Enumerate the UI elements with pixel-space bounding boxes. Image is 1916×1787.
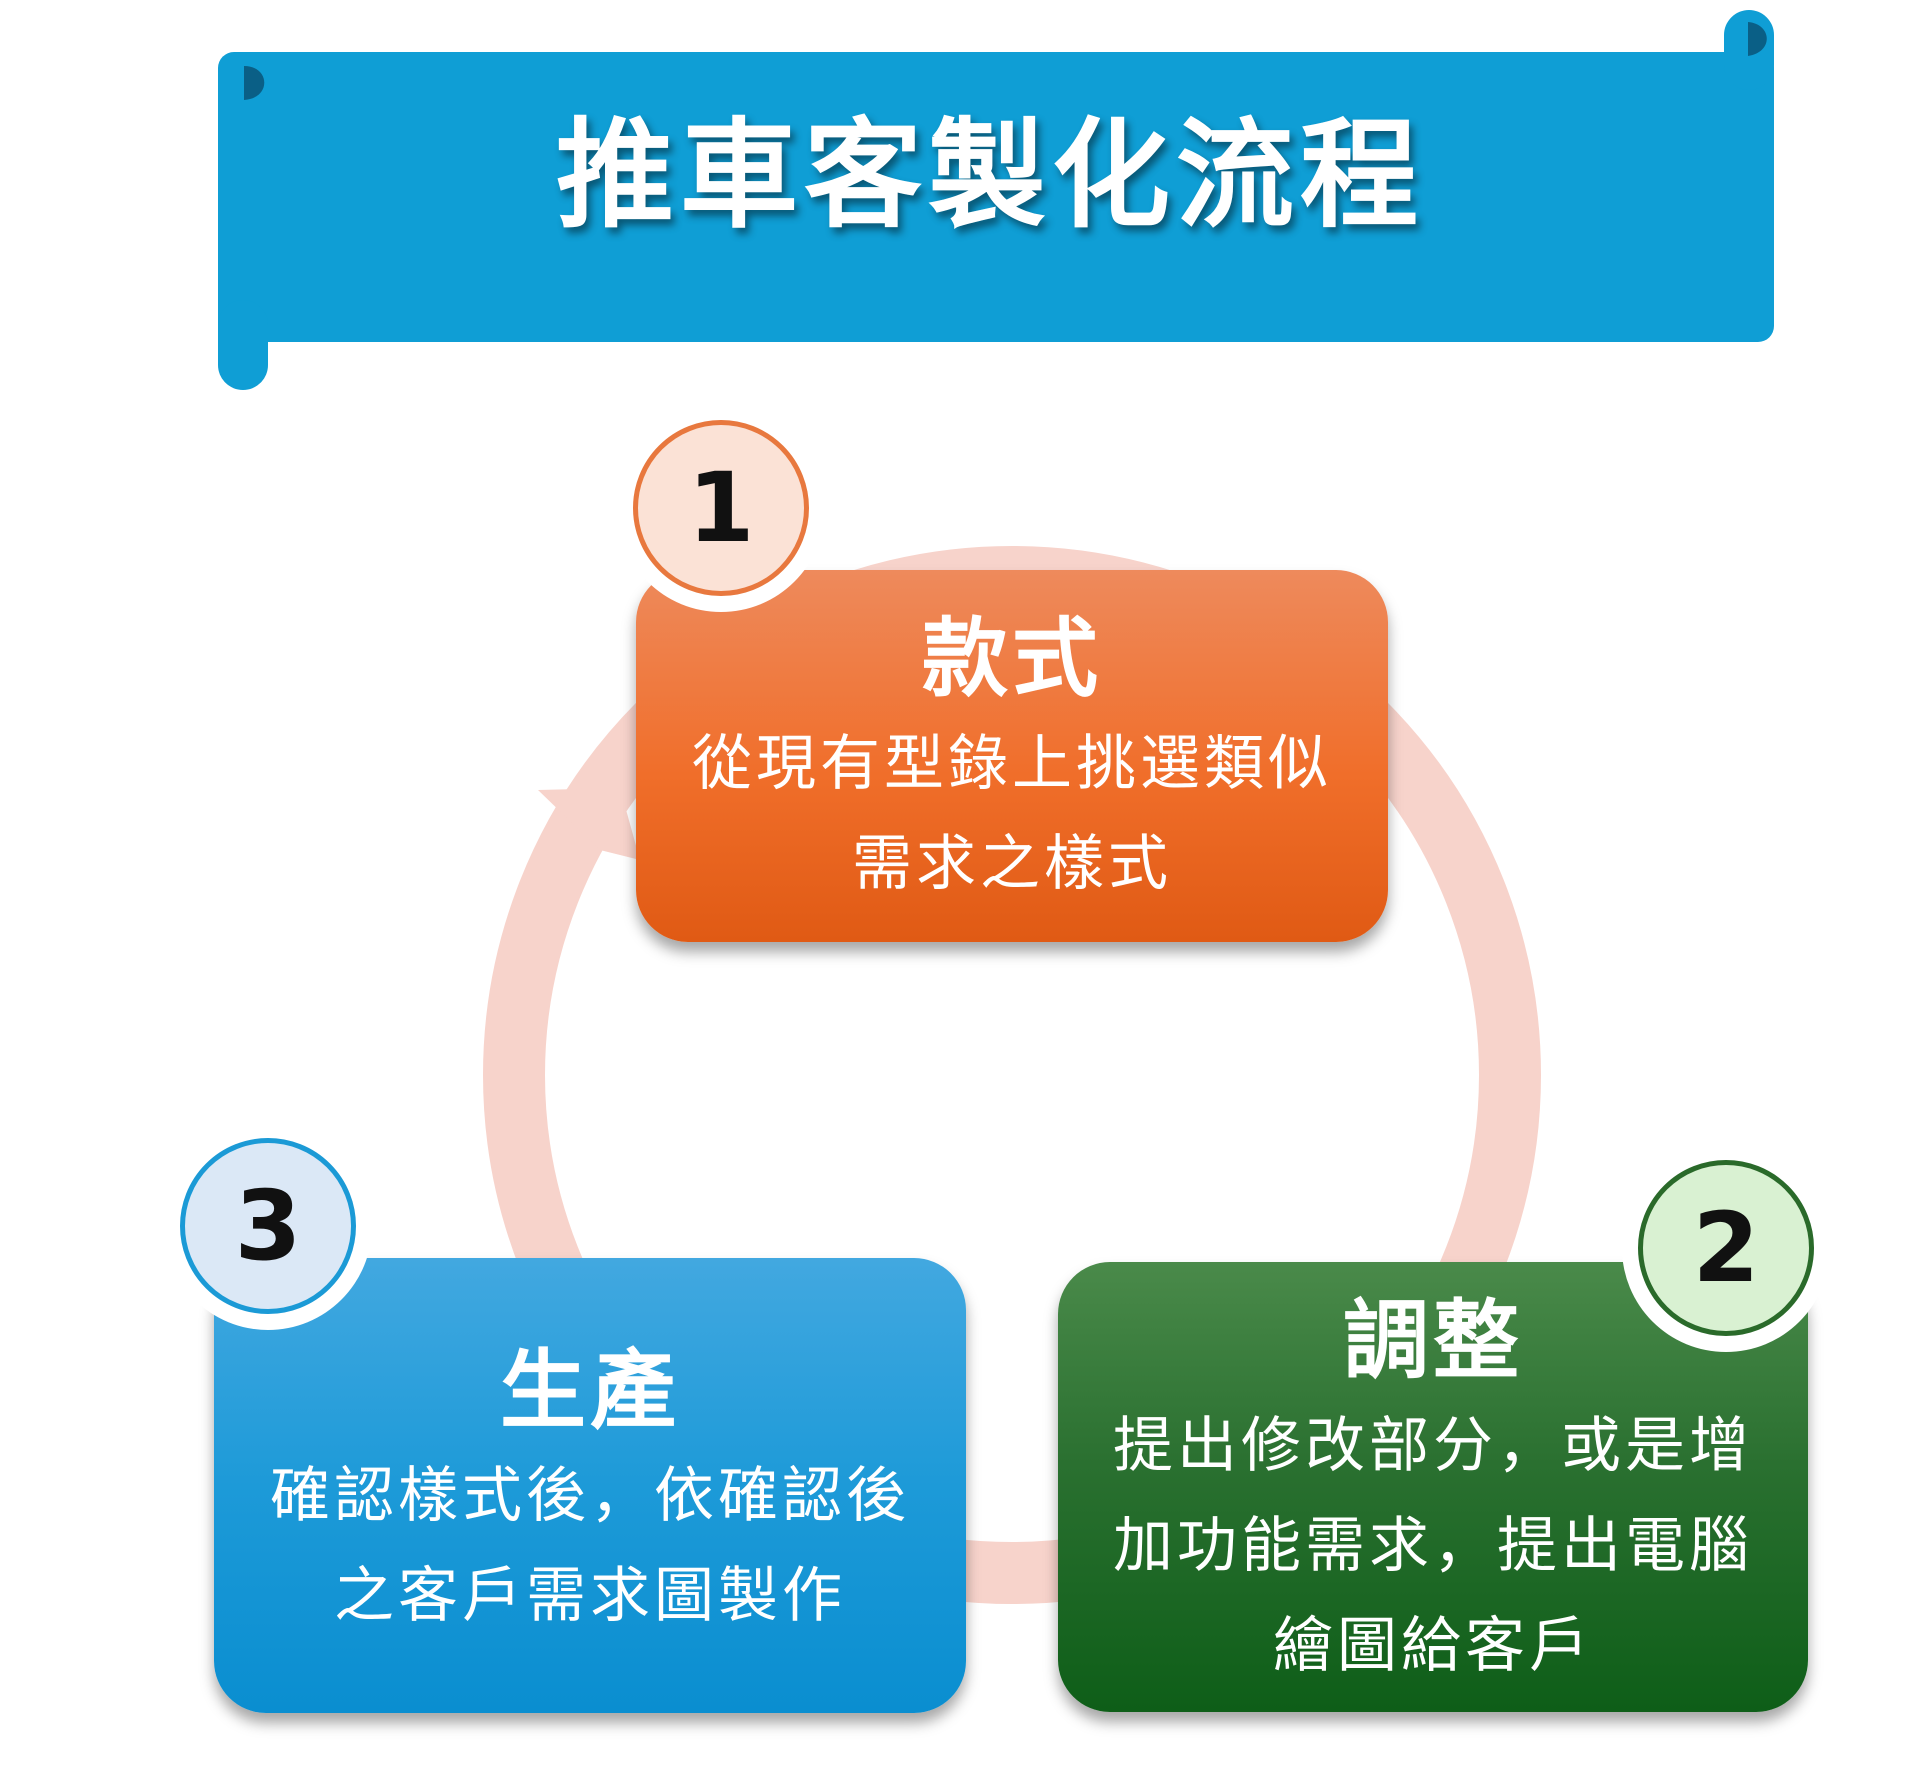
step-desc-line: 提出修改部分，或是增 bbox=[1113, 1411, 1753, 1481]
step-desc-line: 加功能需求，提出電腦 bbox=[1113, 1511, 1753, 1581]
step-description: 從現有型錄上挑選類似 需求之樣式 bbox=[636, 714, 1388, 914]
step-description: 提出修改部分，或是增 加功能需求，提出電腦 繪圖給客戶 bbox=[1058, 1396, 1808, 1696]
step-title: 調整 bbox=[1343, 1291, 1523, 1391]
page-title: 推車客製化流程 bbox=[555, 106, 1424, 244]
step-number-badge: 2 bbox=[1638, 1160, 1814, 1336]
banner-body bbox=[218, 52, 1774, 342]
step-card-production: 生產 確認樣式後，依確認後 之客戶需求圖製作 bbox=[214, 1258, 966, 1713]
step-description: 確認樣式後，依確認後 之客戶需求圖製作 bbox=[214, 1446, 966, 1646]
step-desc-line: 確認樣式後，依確認後 bbox=[270, 1461, 910, 1531]
step-desc-line: 需求之樣式 bbox=[852, 829, 1172, 899]
step-card-adjust: 調整 提出修改部分，或是增 加功能需求，提出電腦 繪圖給客戶 bbox=[1058, 1262, 1808, 1712]
step-desc-line: 從現有型錄上挑選類似 bbox=[692, 729, 1332, 799]
banner-right-curl bbox=[1748, 22, 1767, 56]
step-title: 款式 bbox=[922, 609, 1102, 709]
banner-left-tail bbox=[218, 300, 268, 390]
title-banner bbox=[218, 10, 1774, 390]
step-desc-line: 之客戶需求圖製作 bbox=[334, 1561, 846, 1631]
ring-arrowhead bbox=[538, 788, 640, 860]
step-desc-line: 繪圖給客戶 bbox=[1273, 1611, 1593, 1681]
step-number-badge: 1 bbox=[633, 420, 809, 596]
banner-left-curl bbox=[244, 66, 265, 100]
step-card-style: 款式 從現有型錄上挑選類似 需求之樣式 bbox=[636, 570, 1388, 942]
step-title: 生產 bbox=[500, 1341, 680, 1441]
step-number-badge: 3 bbox=[180, 1138, 356, 1314]
